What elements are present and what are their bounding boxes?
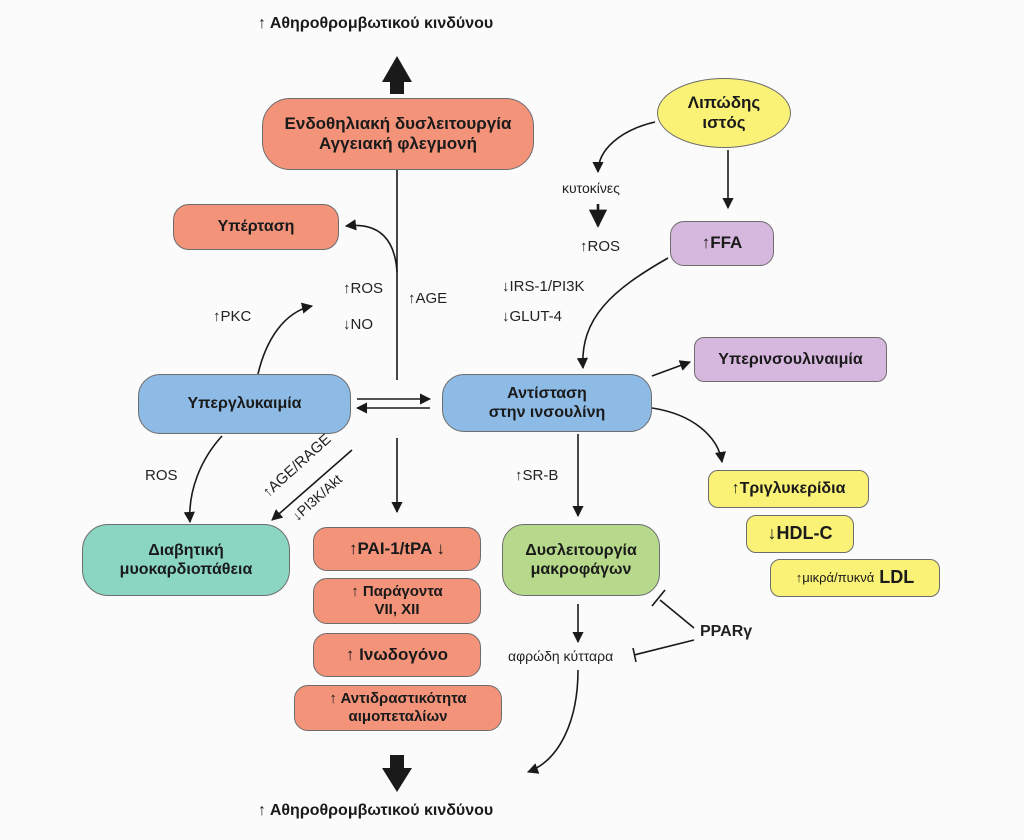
arrow-ffa-ir (576, 257, 669, 370)
arrow-ir-hyperinsulinemia (651, 360, 692, 377)
hyperglycemia-node: Υπεργλυκαιμία (138, 374, 351, 434)
glut-label: ↓GLUT-4 (502, 308, 563, 325)
ldl-suffix: LDL (874, 567, 915, 588)
inhibit-macrophage (659, 599, 695, 629)
macrophage-line-1: Δυσλειτουργία (525, 541, 637, 559)
fibrinogen-node: ↑ Ινωδογόνο (313, 633, 481, 677)
hdl-node: ↓HDL-C (746, 515, 854, 553)
title-bottom: ↑ Αθηροθρομβωτικού κινδύνου (258, 802, 494, 819)
endothelial-line-2: Αγγειακή φλεγμονή (319, 134, 477, 153)
ros-plain-label: ROS (145, 467, 178, 484)
ldl-node: ↑μικρά/πυκνά LDL (770, 559, 940, 597)
pkc-label: ↑PKC (213, 308, 252, 325)
big-up-arrow (382, 56, 412, 94)
adipose-tissue-node: Λιπώδης ιστός (657, 78, 791, 148)
triglycerides-node: ↑Τριγλυκερίδια (708, 470, 869, 508)
arrow-foam-down (526, 669, 579, 774)
insulin-resistance-node: Αντίσταση στην ινσουλίνη (442, 374, 652, 432)
irs-label: ↓IRS-1/PI3K (502, 278, 585, 295)
hypertension-node: Υπέρταση (173, 204, 339, 250)
age-label: ↑AGE (408, 290, 448, 307)
inhibit-foam (633, 639, 695, 656)
ffa-node: ↑FFA (670, 221, 774, 266)
arrow-age-rage (271, 449, 353, 521)
arrow-adipose-cytokines (592, 121, 656, 174)
arrow-ros-cardio (183, 435, 223, 524)
arrow-ir-tg (651, 407, 726, 464)
factors-node: ↑ Παράγοντα VII, XII (313, 578, 481, 624)
no-label: ↓NO (343, 316, 373, 333)
macrophage-dysfunction-node: Δυσλειτουργία μακροφάγων (502, 524, 660, 596)
hyperinsulinemia-node: Υπερινσουλιναιμία (694, 337, 887, 382)
platelets-node: ↑ Αντιδραστικότητα αιμοπεταλίων (294, 685, 502, 731)
platelets-line-1: ↑ Αντιδραστικότητα (329, 690, 467, 707)
title-top: ↑ Αθηροθρομβωτικού κινδύνου (258, 15, 494, 32)
adipose-line-2: ιστός (702, 113, 746, 132)
ppar-label: PPARγ (700, 623, 753, 640)
ldl-prefix: ↑μικρά/πυκνά (795, 570, 875, 586)
insulin-resistance-line-1: Αντίσταση (507, 384, 587, 402)
platelets-line-2: αιμοπεταλίων (348, 708, 448, 725)
pai-node: ↑PAI-1/tPA ↓ (313, 527, 481, 571)
adipose-line-1: Λιπώδης (687, 92, 761, 112)
macrophage-line-2: μακροφάγων (530, 561, 632, 578)
srb-label: ↑SR-B (515, 467, 559, 484)
ros-up-label: ↑ROS (580, 238, 621, 255)
factors-line-2: VII, XII (374, 601, 420, 618)
insulin-resistance-line-2: στην ινσουλίνη (488, 404, 606, 421)
ros-mid-label: ↑ROS (343, 280, 384, 297)
cardiomyopathy-line-2: μυοκαρδιοπάθεια (119, 561, 253, 578)
big-down-arrow (382, 755, 412, 792)
cardiomyopathy-line-1: Διαβητική (148, 541, 224, 559)
arrow-pkc (257, 302, 314, 375)
endothelial-line-1: Ενδοθηλιακή δυσλειτουργία (284, 113, 512, 133)
arrow-to-hypertension (344, 219, 398, 273)
endothelial-dysfunction-node: Ενδοθηλιακή δυσλειτουργία Αγγειακή φλεγμ… (262, 98, 534, 170)
diabetic-cardiomyopathy-node: Διαβητική μυοκαρδιοπάθεια (82, 524, 290, 596)
foam-cells-label: αφρώδη κύτταρα (508, 648, 614, 664)
cytokines-label: κυτοκίνες (562, 180, 620, 196)
factors-line-1: ↑ Παράγοντα (351, 583, 443, 600)
